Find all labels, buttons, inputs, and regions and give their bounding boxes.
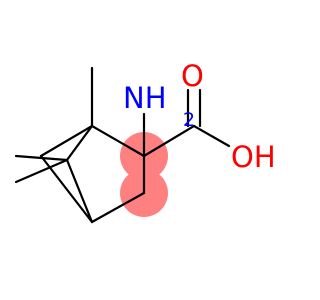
carbonyl-oxygen-label: O (181, 59, 204, 93)
amine-subscript: 2 (183, 109, 195, 131)
bond-c6-c5 (39, 154, 94, 224)
bond-c7-methyl-b (14, 158, 69, 184)
bond-c1-c2 (90, 124, 146, 158)
hydroxyl-label: OH (231, 140, 276, 174)
bond-c3-c4 (90, 191, 146, 224)
amine-label: NH (123, 81, 167, 115)
bond-c7-methyl-a (14, 154, 69, 162)
structure-canvas: NH 2 O OH (14, 59, 276, 224)
bond-carboxyl-hydroxyl (192, 124, 231, 148)
bond-c1-c6 (39, 124, 94, 158)
bond-c7-c4 (65, 158, 94, 224)
bond-c2-carboxyl-carbon (142, 124, 196, 158)
bond-c1-c7 (65, 124, 94, 162)
